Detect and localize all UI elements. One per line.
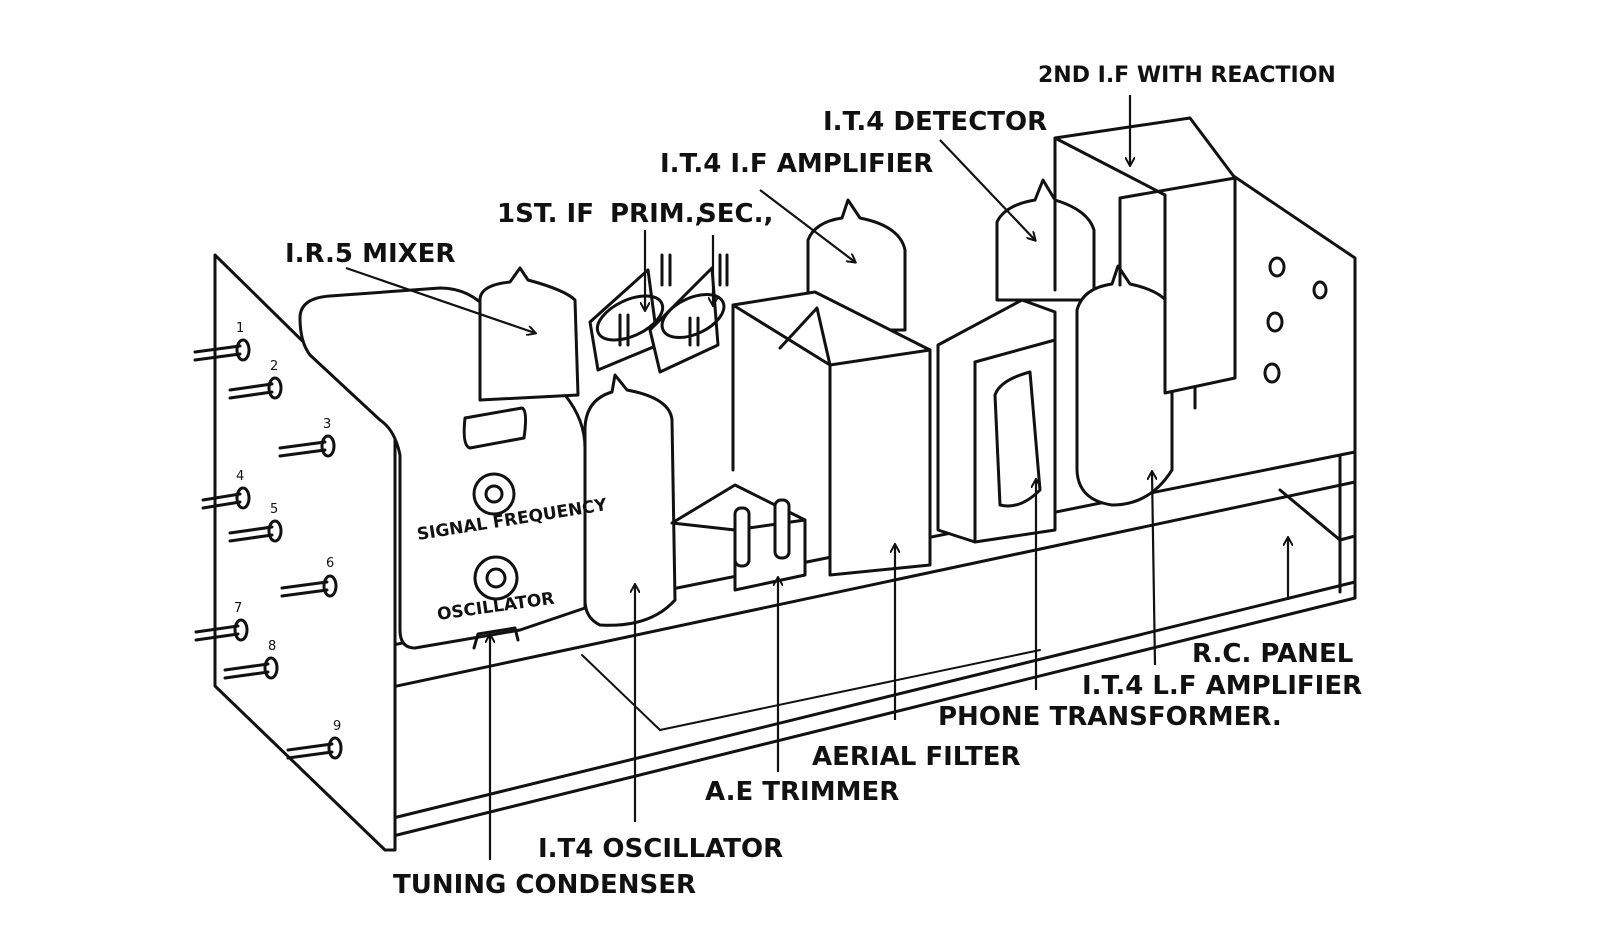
- terminal-1: 1: [193, 321, 251, 362]
- label-prim: PRIM.,: [610, 199, 704, 229]
- terminal-label: 2: [270, 359, 278, 374]
- label-if-amplifier: I.T.4 I.F AMPLIFIER: [660, 149, 933, 179]
- label-mixer: I.R.5 MIXER: [285, 239, 455, 269]
- label-lf-amplifier: I.T.4 L.F AMPLIFIER: [1082, 671, 1362, 701]
- label-sec: SEC.,: [698, 199, 773, 229]
- terminals: 1 2 3 4 5 6 7 8: [193, 321, 343, 760]
- label-ae-trimmer: A.E TRIMMER: [705, 777, 899, 807]
- labels: 2ND I.F WITH REACTION I.T.4 DETECTOR I.T…: [285, 63, 1362, 900]
- label-first-if: 1ST. IF: [497, 199, 594, 229]
- phone-transformer: [936, 298, 1057, 544]
- terminal-label: 7: [234, 601, 242, 616]
- if-coils: [588, 253, 729, 374]
- label-second-if: 2ND I.F WITH REACTION: [1038, 63, 1336, 88]
- label-it4-oscillator: I.T4 OSCILLATOR: [538, 834, 783, 864]
- valve-oscillator: [583, 373, 677, 627]
- valve-lf-amplifier: [1075, 264, 1174, 507]
- terminal-3: 3: [278, 417, 336, 458]
- label-phone-transformer: PHONE TRANSFORMER.: [938, 702, 1282, 732]
- terminal-6: 6: [280, 556, 338, 598]
- terminal-2: 2: [228, 359, 283, 400]
- valve-detector: [995, 178, 1096, 302]
- terminal-label: 8: [268, 639, 276, 654]
- terminal-label: 4: [236, 469, 244, 484]
- valve-if-amplifier: [806, 198, 907, 332]
- terminal-label: 1: [236, 321, 244, 336]
- terminal-label: 6: [326, 556, 334, 571]
- terminal-5: 5: [228, 502, 283, 543]
- terminal-label: 5: [270, 502, 278, 517]
- valve-mixer: [478, 266, 580, 402]
- terminal-4: 4: [201, 469, 251, 510]
- terminal-7: 7: [194, 601, 249, 642]
- label-tuning-condenser: TUNING CONDENSER: [393, 870, 696, 900]
- terminal-8: 8: [223, 639, 279, 680]
- ae-trimmer: [670, 483, 807, 592]
- aerial-filter-can: [731, 290, 932, 577]
- second-if-can: [1053, 116, 1237, 395]
- label-rc-panel: R.C. PANEL: [1192, 639, 1353, 669]
- rc-panel-holes: [1263, 256, 1328, 384]
- terminal-label: 3: [323, 417, 331, 432]
- terminal-9: 9: [286, 719, 343, 760]
- terminal-label: 9: [333, 719, 341, 734]
- label-leaders: [345, 95, 1288, 860]
- label-detector: I.T.4 DETECTOR: [823, 107, 1047, 137]
- label-aerial-filter: AERIAL FILTER: [812, 742, 1021, 772]
